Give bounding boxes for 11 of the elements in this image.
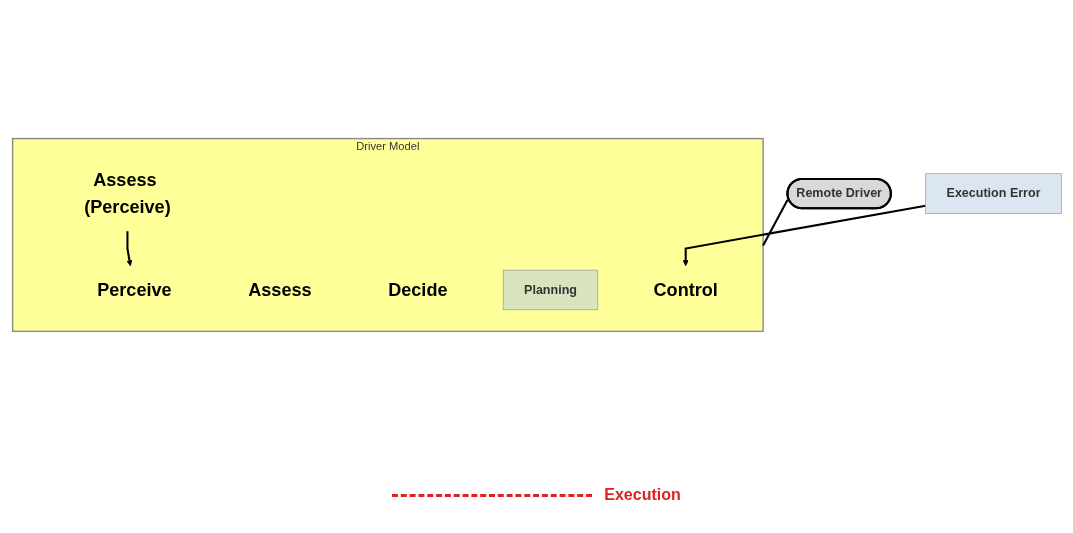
node-box: Planning	[502, 269, 598, 311]
execution-label: Execution	[604, 486, 681, 504]
node-text: Control	[653, 279, 718, 301]
node-text: Assess	[247, 279, 312, 301]
node-text: Perceive	[96, 279, 172, 301]
arrow	[682, 204, 926, 267]
connector	[761, 199, 788, 246]
arrow	[125, 231, 132, 267]
node-box: Execution Error	[924, 173, 1062, 214]
node-text: Assess (Perceive)	[83, 169, 171, 218]
node-text: Decide	[387, 279, 447, 301]
